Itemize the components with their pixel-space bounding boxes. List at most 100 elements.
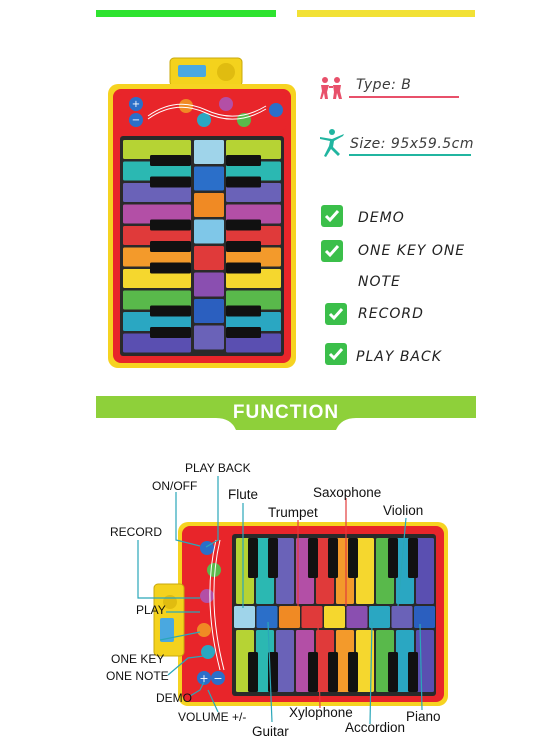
instrument-tile xyxy=(234,606,255,628)
black-key xyxy=(150,327,191,338)
feature-one-key: ONE KEY ONE xyxy=(358,243,466,259)
callout-accordion: Accordion xyxy=(345,720,406,735)
instrument-tile xyxy=(324,606,345,628)
piano-key xyxy=(276,538,294,604)
callout-on-off: ON/OFF xyxy=(152,479,198,493)
piano-key xyxy=(123,140,191,159)
callout-play-back: PLAY BACK xyxy=(185,461,251,475)
callout-xylophone: Xylophone xyxy=(289,705,353,720)
black-key xyxy=(150,219,191,231)
svg-text:−: − xyxy=(213,672,222,685)
check-icon xyxy=(325,303,347,325)
piano-key xyxy=(226,140,281,159)
check-icon xyxy=(321,205,343,227)
piano-key xyxy=(226,161,281,181)
piano-key xyxy=(416,538,434,604)
black-key xyxy=(226,305,261,317)
check-icon xyxy=(325,343,347,365)
black-key xyxy=(150,241,191,252)
piano-key xyxy=(226,333,281,353)
dancer-icon xyxy=(318,128,346,158)
black-key xyxy=(328,538,338,578)
size-label: Size: 95x59.5cm xyxy=(350,136,475,152)
instrument-tile xyxy=(256,606,278,628)
feature-play-back: PLAY BACK xyxy=(356,349,442,365)
callout-saxophone: Saxophone xyxy=(313,485,382,500)
callout-record: RECORD xyxy=(110,525,163,539)
function-banner: FUNCTION xyxy=(96,396,476,432)
check-icon xyxy=(321,240,343,262)
piano-key xyxy=(123,226,191,245)
black-key xyxy=(226,176,261,188)
black-key xyxy=(226,219,261,231)
piano-key xyxy=(226,183,281,202)
instrument-tile xyxy=(194,219,224,244)
top-bar-green xyxy=(96,10,276,17)
black-key xyxy=(150,155,191,166)
piano-key xyxy=(123,269,191,288)
callout-volume: VOLUME +/- xyxy=(178,710,247,724)
mat-top-image: + − xyxy=(106,56,298,370)
black-key xyxy=(226,155,261,166)
black-key xyxy=(226,241,261,252)
piano-key xyxy=(226,269,281,288)
instrument-tile xyxy=(346,606,368,628)
instrument-tile xyxy=(194,246,224,270)
instrument-tile xyxy=(194,299,224,323)
black-key xyxy=(150,305,191,317)
callout-trumpet: Trumpet xyxy=(268,505,318,520)
instrument-tile xyxy=(194,166,224,191)
type-label: Type: B xyxy=(356,77,412,93)
piano-key xyxy=(276,630,294,692)
callout-demo: DEMO xyxy=(156,691,192,705)
black-key xyxy=(348,652,358,692)
piano-key xyxy=(226,247,281,267)
svg-text:−: − xyxy=(132,115,140,126)
instrument-tile xyxy=(194,272,224,297)
instrument-tile xyxy=(301,606,323,628)
piano-key xyxy=(226,226,281,245)
piano-key xyxy=(123,333,191,353)
piano-key xyxy=(123,204,191,224)
piano-key xyxy=(123,183,191,202)
instrument-tile xyxy=(279,606,300,628)
feature-note: NOTE xyxy=(358,274,401,290)
callout-piano: Piano xyxy=(406,709,441,724)
type-underline xyxy=(349,96,459,98)
feature-record: RECORD xyxy=(358,306,424,322)
black-key xyxy=(308,652,318,692)
instrument-tile xyxy=(414,606,435,628)
black-key xyxy=(226,327,261,338)
callout-play: PLAY xyxy=(136,603,166,617)
black-key xyxy=(150,176,191,188)
black-key xyxy=(308,538,318,578)
svg-text:+: + xyxy=(132,99,140,110)
callout-flute: Flute xyxy=(228,487,259,502)
piano-key xyxy=(226,204,281,224)
callout-one-note: ONE NOTE xyxy=(106,669,169,683)
black-key xyxy=(348,538,358,578)
black-key xyxy=(226,262,261,274)
black-key xyxy=(408,652,418,692)
black-key xyxy=(150,262,191,274)
control-buttons: + − xyxy=(129,97,283,127)
instrument-tile xyxy=(369,606,390,628)
callout-violion: Violion xyxy=(383,503,424,518)
instrument-tile xyxy=(194,140,224,164)
top-bar-yellow xyxy=(297,10,475,17)
piano-key xyxy=(123,290,191,310)
piano-key xyxy=(123,161,191,181)
svg-text:+: + xyxy=(199,672,208,685)
piano-key xyxy=(123,247,191,267)
callout-one-key: ONE KEY xyxy=(111,652,165,666)
piano-key xyxy=(356,538,374,604)
size-underline xyxy=(349,154,471,156)
instrument-tile xyxy=(194,325,224,350)
piano-key xyxy=(226,312,281,331)
black-key xyxy=(248,538,258,578)
black-key xyxy=(248,652,258,692)
black-key xyxy=(328,652,338,692)
black-key xyxy=(268,538,278,578)
callout-guitar: Guitar xyxy=(252,724,289,739)
